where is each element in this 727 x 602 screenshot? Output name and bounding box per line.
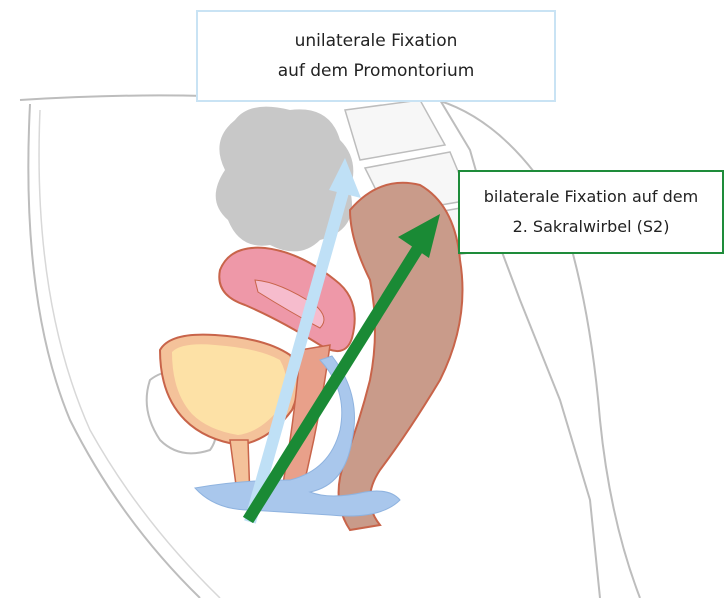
callout-unilateral-line1: unilaterale Fixation (198, 26, 554, 56)
callout-unilateral-line2: auf dem Promontorium (198, 56, 554, 86)
callout-bilateral-line2: 2. Sakralwirbel (S2) (460, 212, 722, 242)
callout-bilateral: bilaterale Fixation auf dem 2. Sakralwir… (458, 170, 724, 254)
vertebra-1 (345, 100, 445, 160)
callout-bilateral-line1: bilaterale Fixation auf dem (460, 182, 722, 212)
callout-unilateral: unilaterale Fixation auf dem Promontoriu… (196, 10, 556, 102)
